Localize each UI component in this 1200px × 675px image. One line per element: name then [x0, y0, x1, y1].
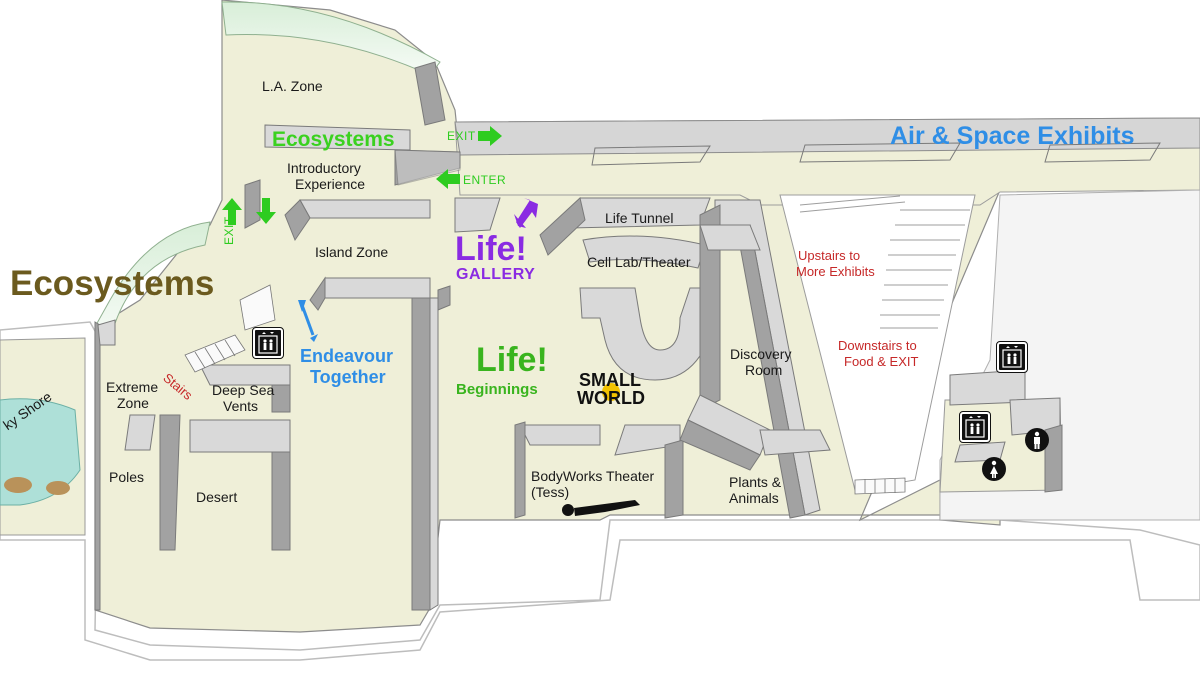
exit-top-label: EXIT	[447, 129, 476, 143]
elevator-icon	[996, 341, 1028, 373]
deep-sea-label-1: Deep Sea	[212, 382, 275, 398]
plants-animals-label-1: Plants &	[729, 474, 782, 490]
endeavour-label-2: Together	[310, 367, 386, 387]
small-world-burst	[602, 383, 620, 401]
plants-animals-label-2: Animals	[729, 490, 779, 506]
cell-lab-label: Cell Lab/Theater	[587, 254, 691, 270]
building-outline	[0, 321, 1200, 661]
extreme-zone-label-2: Zone	[117, 395, 149, 411]
life-gallery-label-2: GALLERY	[456, 266, 536, 283]
stair-steps	[799, 195, 970, 329]
elevator-icon	[252, 327, 284, 359]
island-zone-label: Island Zone	[315, 244, 389, 260]
desert-label: Desert	[196, 489, 238, 505]
green-arrow-icon	[222, 126, 502, 225]
small-world-label-1: SMALL	[579, 370, 641, 390]
upstairs-label-1: Upstairs to	[798, 248, 861, 263]
elevator-icon	[959, 411, 991, 443]
introductory-label-2: Experience	[295, 176, 366, 192]
bodyworks-label-2: (Tess)	[531, 484, 570, 500]
life-beginnings-label-2: Beginnings	[456, 381, 538, 398]
poles-label: Poles	[109, 469, 145, 485]
introductory-label-1: Introductory	[287, 160, 361, 176]
exit-side-label: EXIT	[222, 216, 236, 245]
discovery-room-label-2: Room	[745, 362, 783, 378]
life-gallery-label-1: Life!	[455, 230, 527, 268]
left-stairs	[184, 284, 276, 373]
ecosystems-label: Ecosystems	[272, 128, 395, 151]
deep-sea-label-2: Vents	[223, 398, 259, 414]
la-zone-label: L.A. Zone	[262, 78, 323, 94]
life-tunnel-label: Life Tunnel	[605, 210, 674, 226]
restroom-woman-icon	[982, 457, 1006, 481]
air-space-title: Air & Space Exhibits	[890, 122, 1135, 150]
enter-label: ENTER	[463, 173, 507, 187]
reclining-figure-icon	[562, 500, 640, 516]
discovery-room-label-1: Discovery	[730, 346, 792, 362]
endeavour-label-1: Endeavour	[300, 346, 394, 366]
restroom-man-icon	[1025, 428, 1049, 452]
blue-double-arrow-icon	[298, 300, 318, 342]
upstairs-label-2: More Exhibits	[796, 264, 875, 279]
bodyworks-label-1: BodyWorks Theater	[531, 468, 655, 484]
small-world-label-2: WORLD	[577, 388, 645, 408]
extreme-zone-label-1: Extreme	[106, 379, 159, 395]
corridor-wall	[454, 117, 1200, 156]
rock-shape	[46, 481, 70, 495]
rock-shape	[4, 477, 32, 493]
walls	[94, 61, 1161, 611]
downstairs-label-2: Food & EXIT	[844, 354, 919, 369]
purple-double-arrow-icon	[514, 198, 538, 228]
stair-void	[779, 194, 976, 491]
life-beginnings-label-1: Life!	[476, 341, 548, 379]
downstairs-label-1: Downstairs to	[838, 338, 917, 353]
lower-stairs	[854, 477, 906, 495]
ecosystems-logo: Ecosystems	[10, 264, 215, 303]
